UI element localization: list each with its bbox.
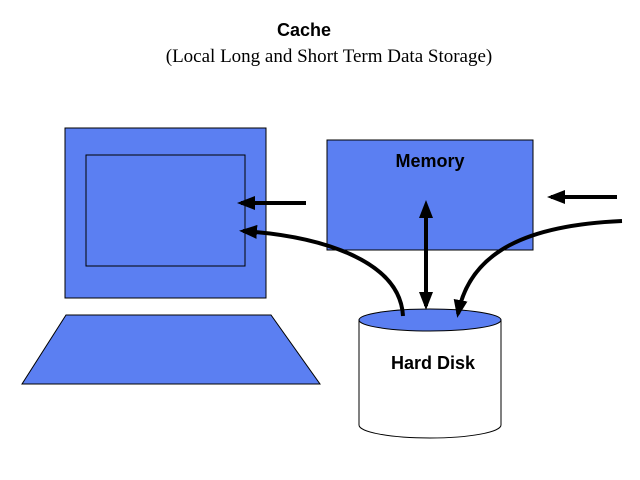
hard-disk-cylinder: Hard Disk [358,308,502,439]
diagram-title: Cache [276,20,332,40]
hard-disk-top [358,308,502,332]
monitor-screen [85,154,246,267]
data-flow-arrows [237,190,623,318]
diagram-subtitle: (Local Long and Short Term Data Storage) [165,46,493,67]
memory-label: Memory [395,151,464,171]
arrow-disk-to-screen [239,224,405,317]
keyboard-icon [21,314,321,385]
memory-box: Memory [326,139,534,251]
hard-disk-label: Hard Disk [391,353,476,373]
arrow-external-to-disk [453,219,623,318]
computer-monitor-icon [64,127,267,299]
